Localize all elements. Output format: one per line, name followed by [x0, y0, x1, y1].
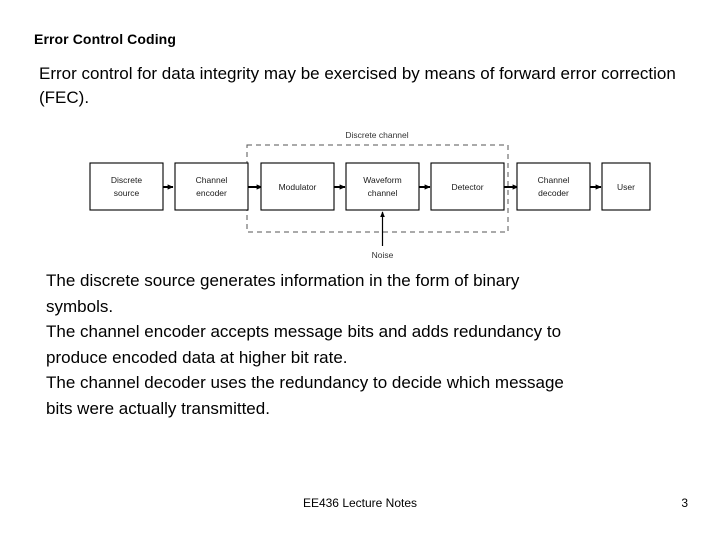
body-line: bits were actually transmitted.: [46, 398, 270, 418]
block-discrete-source-line2: source: [114, 188, 140, 198]
noise-label: Noise: [372, 250, 394, 260]
body-line: The channel decoder uses the redundancy …: [46, 373, 564, 392]
block-channel-decoder: Channel decoder: [516, 162, 591, 211]
block-detector: Detector: [430, 162, 505, 211]
block-channel-encoder: Channel encoder: [174, 162, 249, 211]
body-line: produce encoded data at higher bit rate.: [46, 347, 348, 367]
communication-system-block-diagram: Discrete channel Discrete source Channel…: [0, 120, 720, 265]
page-number: 3: [681, 496, 688, 510]
block-user: User: [601, 162, 651, 211]
footer-note: EE436 Lecture Notes: [302, 496, 418, 510]
block-waveform-channel: Waveform channel: [345, 162, 420, 211]
body-line: The channel encoder accepts message bits…: [46, 322, 562, 341]
body-text-block: The discrete source generates informatio…: [46, 268, 686, 421]
body-line: symbols.: [46, 296, 114, 316]
block-discrete-source: Discrete source: [89, 162, 164, 211]
block-user-line1: User: [617, 182, 635, 192]
intro-paragraph: Error control for data integrity may be …: [39, 64, 676, 107]
body-line: The discrete source generates informatio…: [46, 271, 520, 290]
block-channel-decoder-line1: Channel: [538, 175, 570, 185]
block-channel-encoder-line1: Channel: [196, 175, 228, 185]
block-discrete-source-line1: Discrete: [111, 175, 142, 185]
block-waveform-channel-line1: Waveform: [363, 175, 401, 185]
block-modulator-line1: Modulator: [279, 182, 317, 192]
block-waveform-channel-line2: channel: [368, 188, 398, 198]
block-channel-encoder-line2: encoder: [196, 188, 227, 198]
block-detector-line1: Detector: [451, 182, 483, 192]
block-modulator: Modulator: [260, 162, 335, 211]
discrete-channel-group-label: Discrete channel: [345, 130, 408, 140]
block-channel-decoder-line2: decoder: [538, 188, 569, 198]
page-title: Error Control Coding: [34, 31, 176, 47]
